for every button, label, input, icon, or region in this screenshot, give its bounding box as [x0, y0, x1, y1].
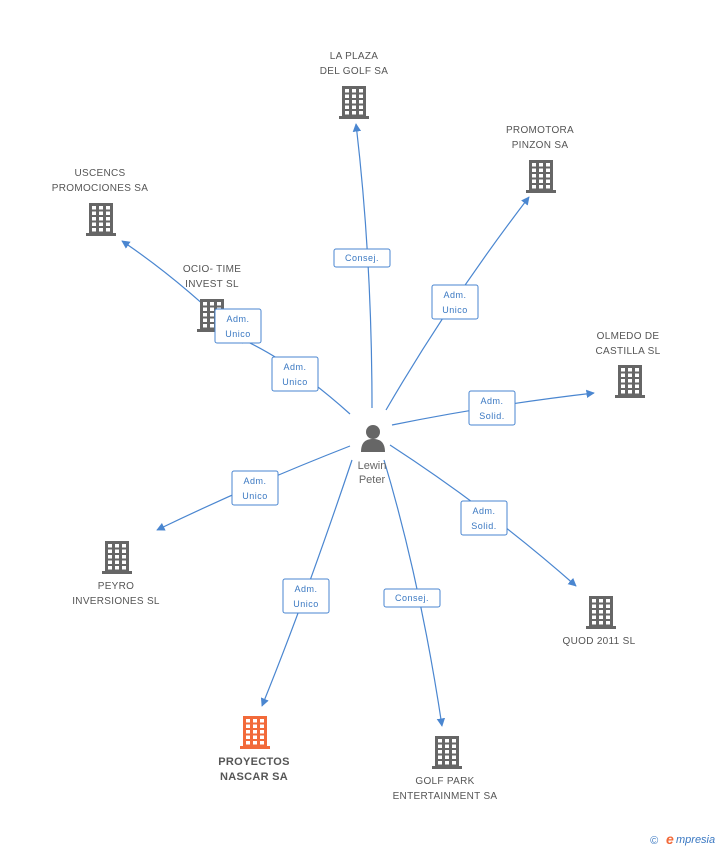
edge-label-box	[383, 588, 441, 608]
building-icon	[339, 86, 369, 119]
company-node-olmedo[interactable]: OLMEDO DE CASTILLA SL	[596, 331, 661, 398]
edge-label-line1: Adm.	[226, 314, 249, 324]
edge-label-line1: Adm.	[243, 476, 266, 486]
company-name-line1: PROYECTOS	[218, 756, 290, 768]
company-name-line2: ENTERTAINMENT SA	[393, 791, 498, 802]
brand-name: mpresia	[676, 834, 715, 846]
building-icon	[615, 365, 645, 398]
footer-brand: © e mpresia	[650, 831, 715, 847]
edge-label-line2: Unico	[442, 305, 468, 315]
edge-label-line1: Adm.	[294, 584, 317, 594]
edge-label-proyectos[interactable]: Adm. Unico	[282, 578, 330, 614]
edge-labels-layer: Consej.Adm.UnicoAdm.UnicoAdm.UnicoAdm.So…	[214, 248, 516, 614]
company-node-quod[interactable]: QUOD 2011 SL	[563, 596, 636, 647]
edge-label-line2: Unico	[242, 491, 268, 501]
company-name-line1: USCENCS	[75, 168, 126, 179]
edge-label-box	[231, 470, 279, 506]
edge-label-box	[282, 578, 330, 614]
nodes-layer: LA PLAZA DEL GOLF SA PROMOTORA PINZON SA USC…	[52, 51, 661, 802]
brand-initial: e	[666, 831, 674, 847]
edge-label-line2: Unico	[282, 377, 308, 387]
edge-label-box	[468, 390, 516, 426]
company-name-line1: QUOD 2011 SL	[563, 636, 636, 647]
copyright-symbol: ©	[650, 835, 659, 847]
edge-to-golfpark	[383, 459, 446, 727]
building-icon	[86, 203, 116, 236]
person-name-line1: Lewin	[358, 460, 387, 472]
building-icon	[240, 716, 270, 749]
building-icon	[586, 596, 616, 629]
company-name-line1: PEYRO	[98, 581, 135, 592]
edge-label-line2: Unico	[225, 329, 251, 339]
person-name-line2: Peter	[359, 474, 386, 486]
company-name-line1: OLMEDO DE	[597, 331, 660, 342]
company-node-peyro[interactable]: PEYRO INVERSIONES SL	[72, 541, 160, 607]
company-name-line2: CASTILLA SL	[596, 346, 661, 357]
company-node-promotora[interactable]: PROMOTORA PINZON SA	[506, 125, 574, 193]
edge-label-line1: Consej.	[345, 253, 379, 263]
edge-label-peyro[interactable]: Adm. Unico	[231, 470, 279, 506]
company-name-line2: PINZON SA	[512, 140, 569, 151]
edge-label-uscencs[interactable]: Adm. Unico	[214, 308, 262, 344]
company-node-laplaza[interactable]: LA PLAZA DEL GOLF SA	[320, 51, 389, 119]
company-name-line1: GOLF PARK	[415, 776, 474, 787]
company-name-line2: NASCAR SA	[220, 771, 288, 783]
edge-label-line1: Consej.	[395, 593, 429, 603]
edge-label-line1: Adm.	[443, 290, 466, 300]
company-node-uscencs[interactable]: USCENCS PROMOCIONES SA	[52, 168, 148, 236]
edge-label-line1: Adm.	[283, 362, 306, 372]
company-name-line1: PROMOTORA	[506, 125, 574, 136]
edge-label-line1: Adm.	[480, 396, 503, 406]
company-name-line2: INVERSIONES SL	[72, 596, 160, 607]
edge-label-line1: Adm.	[472, 506, 495, 516]
edge-label-box	[214, 308, 262, 344]
building-icon	[432, 736, 462, 769]
company-name-line2: PROMOCIONES SA	[52, 183, 148, 194]
edge-label-line2: Unico	[293, 599, 319, 609]
edge-label-ocio[interactable]: Adm. Unico	[271, 356, 319, 392]
company-node-golfpark[interactable]: GOLF PARK ENTERTAINMENT SA	[393, 736, 498, 802]
edge-label-box	[333, 248, 391, 268]
person-icon	[361, 425, 385, 452]
edge-label-laplaza[interactable]: Consej.	[333, 248, 391, 268]
building-icon	[102, 541, 132, 574]
edges-layer	[121, 123, 595, 727]
company-name-line1: LA PLAZA	[330, 51, 379, 62]
center-person[interactable]: Lewin Peter	[358, 425, 387, 486]
edge-label-quod[interactable]: Adm. Solid.	[460, 500, 508, 536]
company-name-line1: OCIO- TIME	[183, 264, 241, 275]
edge-label-olmedo[interactable]: Adm. Solid.	[468, 390, 516, 426]
edge-label-promotora[interactable]: Adm. Unico	[431, 284, 479, 320]
edge-label-box	[460, 500, 508, 536]
company-node-proyectos[interactable]: PROYECTOS NASCAR SA	[218, 716, 290, 783]
edge-label-line2: Solid.	[471, 521, 497, 531]
building-icon	[526, 160, 556, 193]
edge-label-golfpark[interactable]: Consej.	[383, 588, 441, 608]
edge-label-box	[271, 356, 319, 392]
edge-label-line2: Solid.	[479, 411, 505, 421]
company-name-line2: INVEST SL	[185, 279, 239, 290]
company-name-line2: DEL GOLF SA	[320, 66, 389, 77]
edge-label-box	[431, 284, 479, 320]
